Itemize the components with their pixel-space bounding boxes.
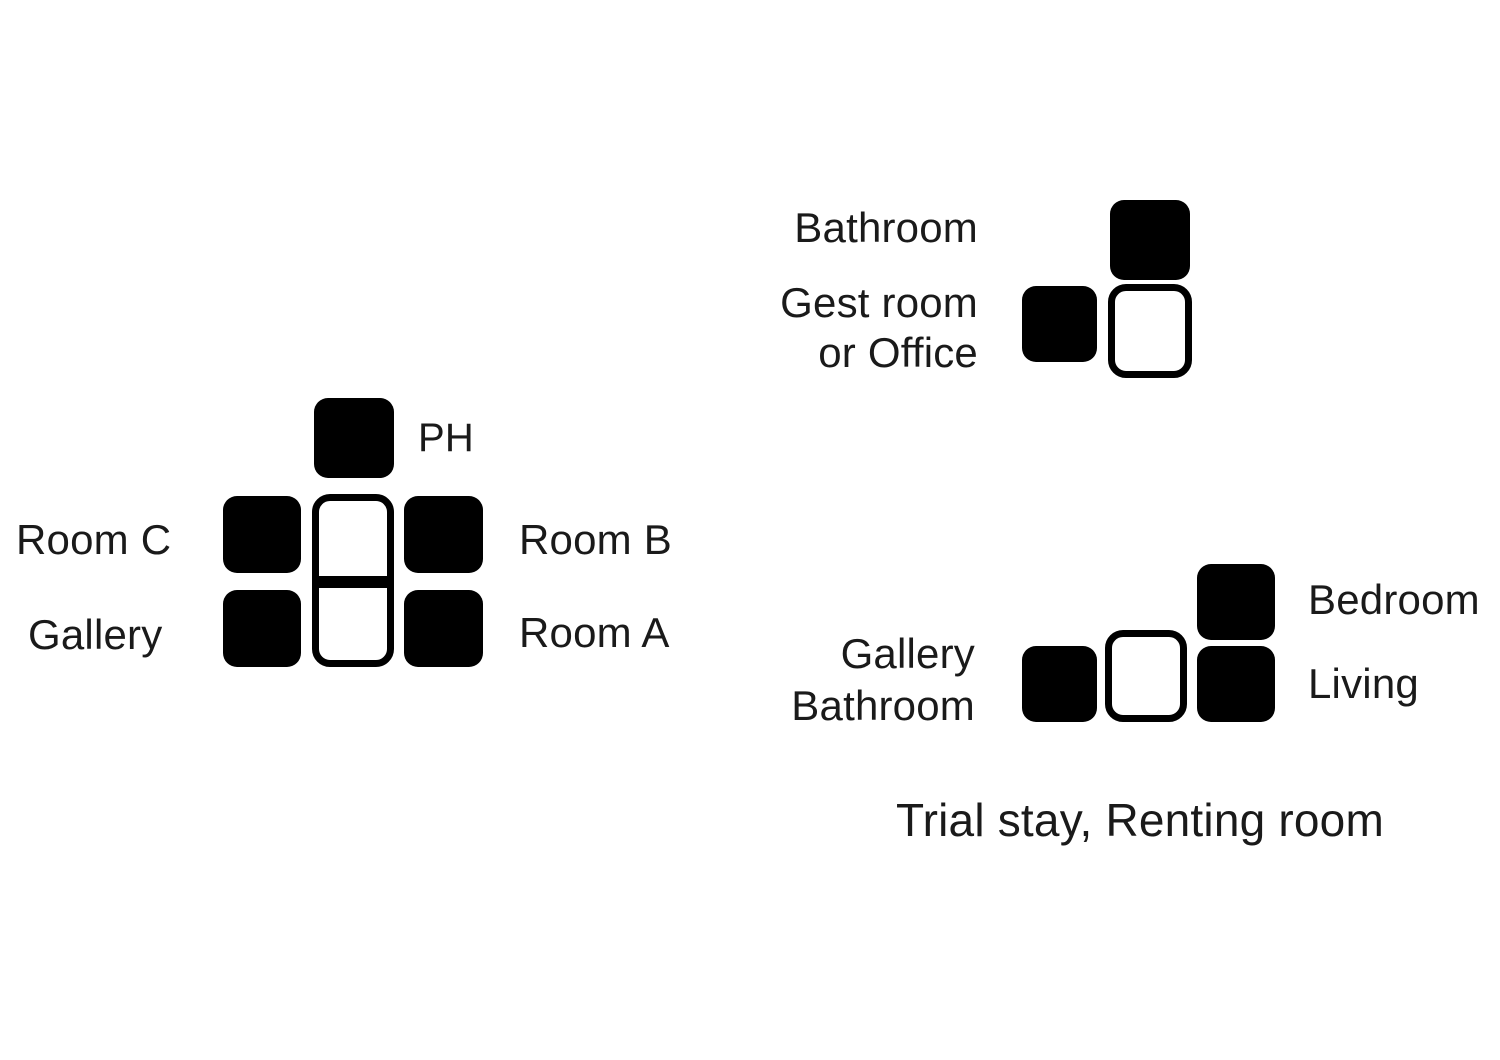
bathroom-label-2: Bathroom xyxy=(791,682,975,729)
room-a-label: Room A xyxy=(519,609,670,656)
ph-label: PH xyxy=(418,416,474,460)
room-c-cell xyxy=(223,496,301,573)
left-floor-plan-group: PH Room C Gallery Room B Room A xyxy=(0,380,720,680)
room-a-cell xyxy=(404,590,483,667)
core-cell-2 xyxy=(1105,630,1187,722)
caption-trial-stay-renting-room: Trial stay, Renting room xyxy=(896,794,1384,846)
gest-room-cell xyxy=(1022,286,1097,362)
gallery-label: Gallery xyxy=(28,611,163,658)
gallery-label-2: Gallery xyxy=(840,630,975,677)
bottom-right-floor-plan-group: Gallery Bathroom Bedroom Living xyxy=(740,550,1500,750)
bathroom-cell xyxy=(1110,200,1190,280)
gest-room-label-line1: Gest room xyxy=(780,279,978,326)
bathroom-label: Bathroom xyxy=(794,204,978,251)
gallery-bathroom-cell xyxy=(1022,646,1097,722)
core-cell xyxy=(1108,284,1192,378)
room-b-cell xyxy=(404,496,483,573)
living-cell xyxy=(1197,646,1275,722)
gest-room-label-line2: or Office xyxy=(818,329,978,376)
living-label: Living xyxy=(1308,660,1419,707)
room-b-label: Room B xyxy=(519,516,672,563)
gallery-cell xyxy=(223,590,301,667)
ph-cell xyxy=(314,398,394,478)
room-c-label: Room C xyxy=(16,516,172,563)
bedroom-label: Bedroom xyxy=(1308,576,1480,623)
top-right-floor-plan-group: Bathroom Gest room or Office xyxy=(740,180,1240,390)
bedroom-cell xyxy=(1197,564,1275,640)
center-core-divider xyxy=(312,576,394,588)
